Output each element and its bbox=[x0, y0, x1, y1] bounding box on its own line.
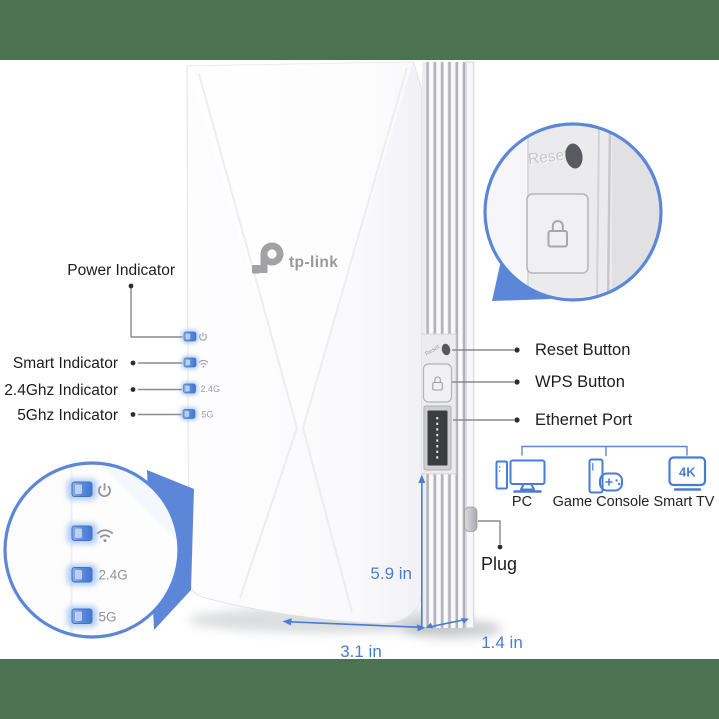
tv-4k-badge: 4K bbox=[679, 465, 696, 480]
game-console-label: Game Console bbox=[552, 494, 650, 510]
reset-hole bbox=[441, 343, 451, 356]
reset-engraving-shadow: Reset bbox=[528, 147, 571, 169]
device-side-panel: Reset bbox=[420, 333, 457, 475]
height-dimension: 5.9 in bbox=[370, 564, 412, 583]
callout-connectors bbox=[130, 288, 514, 544]
wifi-icon bbox=[198, 359, 209, 368]
plug-label: Plug bbox=[480, 554, 518, 574]
devices-bracket bbox=[521, 445, 688, 456]
reset-engraving-zoom: Reset bbox=[527, 146, 570, 168]
brand-logo: tp-link bbox=[250, 240, 338, 280]
led-strip: 2.4G 5G bbox=[180, 330, 221, 421]
brand-logo-text: tp-link bbox=[289, 254, 339, 271]
reset-detail-magnifier: Reset Reset bbox=[483, 122, 663, 302]
lock-icon-zoom bbox=[547, 220, 568, 248]
power-icon bbox=[199, 332, 207, 341]
wps-button-zoom bbox=[526, 193, 589, 274]
24ghz-indicator-label: 2.4Ghz Indicator bbox=[4, 381, 118, 399]
led-label-5g-zoom: 5G bbox=[99, 610, 117, 625]
led-label-24g: 2.4G bbox=[201, 384, 221, 394]
game-console-icon bbox=[588, 458, 623, 494]
wifi-icon-zoom bbox=[96, 529, 114, 543]
tplink-logo-icon bbox=[252, 242, 284, 274]
ethernet-port bbox=[423, 405, 452, 471]
power-icon-zoom bbox=[98, 483, 111, 497]
callout-dots bbox=[128, 283, 520, 550]
lock-icon bbox=[432, 376, 443, 391]
power-indicator-label: Power Indicator bbox=[67, 262, 175, 279]
compatible-devices: 4K bbox=[495, 445, 707, 494]
reset-button-label: Reset Button bbox=[535, 341, 631, 359]
led-detail-magnifier: 2.4G 5G bbox=[3, 461, 194, 639]
ethernet-port-label: Ethernet Port bbox=[535, 410, 633, 429]
depth-arrow-left bbox=[425, 622, 434, 629]
bottom-green-band bbox=[0, 659, 719, 719]
pc-label: PC bbox=[511, 494, 533, 510]
plug-tab bbox=[464, 506, 478, 532]
led-label-24g-zoom: 2.4G bbox=[99, 568, 128, 583]
smart-tv-icon: 4K bbox=[668, 456, 707, 491]
wps-button-label: WPS Button bbox=[535, 372, 625, 391]
face-creases bbox=[198, 67, 408, 613]
top-green-band bbox=[0, 0, 719, 60]
depth-arrow-right bbox=[460, 618, 469, 624]
height-arrow-up bbox=[418, 474, 426, 483]
dimension-lines bbox=[282, 474, 469, 632]
width-arrow-left bbox=[282, 618, 292, 626]
width-arrow-right bbox=[416, 624, 426, 632]
wps-button bbox=[422, 363, 453, 403]
pc-icon bbox=[495, 459, 546, 493]
smart-tv-label: Smart TV bbox=[653, 494, 715, 510]
led-label-5g: 5G bbox=[202, 410, 214, 420]
smart-indicator-label: Smart Indicator bbox=[12, 355, 118, 372]
device-front-face bbox=[186, 61, 422, 625]
5ghz-indicator-label: 5Ghz Indicator bbox=[17, 406, 118, 424]
depth-dimension: 1.4 in bbox=[481, 633, 523, 652]
width-dimension: 3.1 in bbox=[340, 642, 382, 661]
reset-hole-zoom bbox=[565, 143, 583, 169]
